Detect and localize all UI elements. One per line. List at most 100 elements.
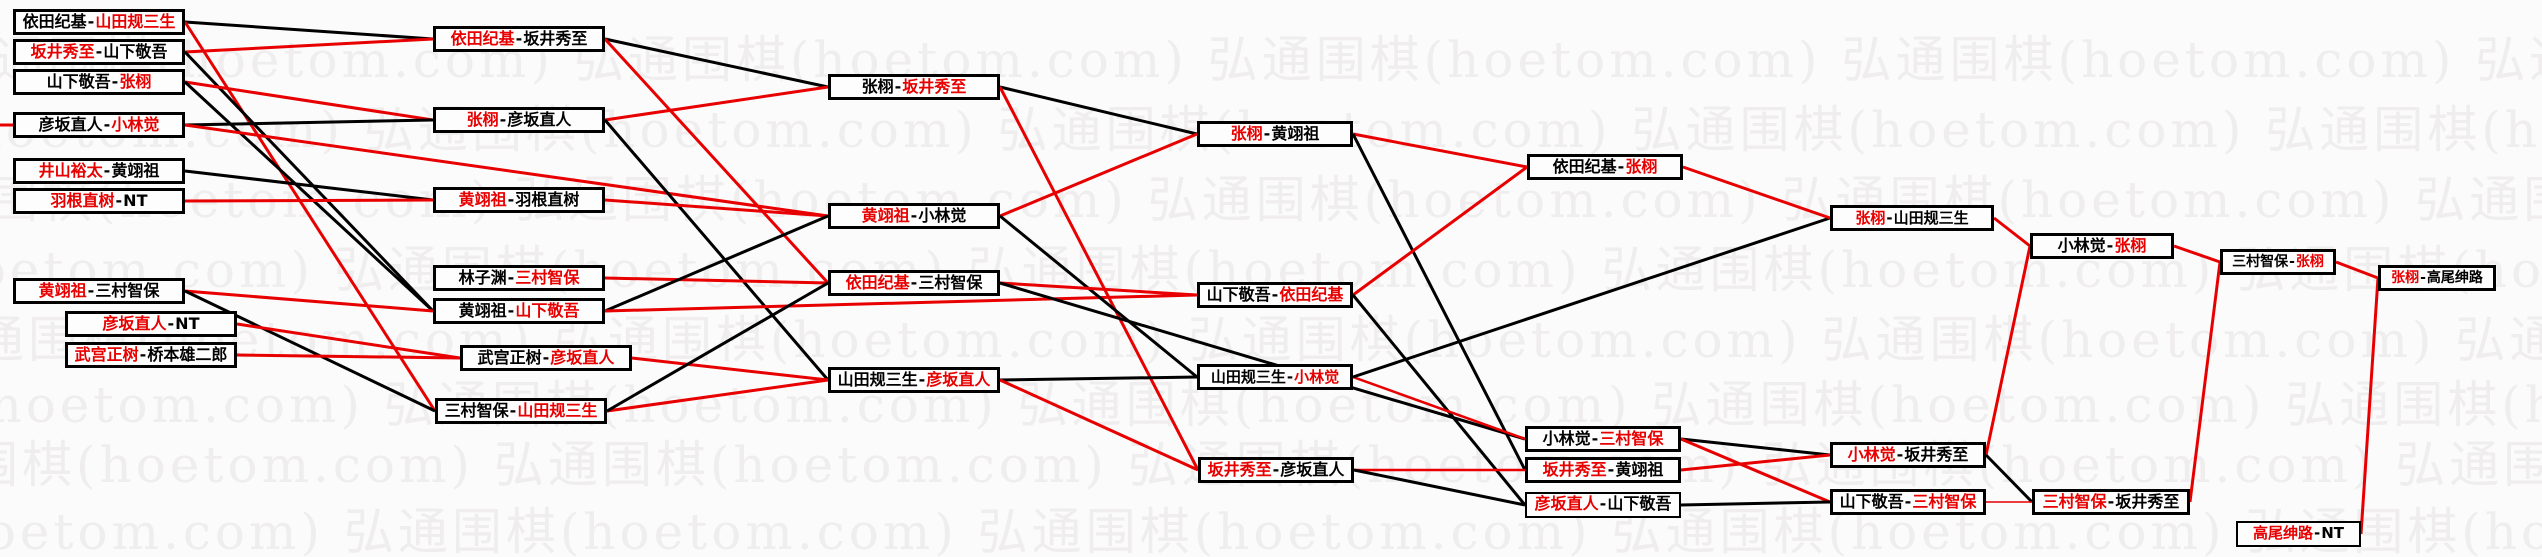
player-left: 小林觉: [2057, 236, 2106, 255]
match-connector-line: [1351, 294, 1527, 506]
match-connector-line: [2188, 261, 2222, 503]
player-left: 黄翊祖: [38, 281, 87, 300]
player-left: 坂井秀至: [1207, 460, 1272, 479]
match-connector-line: [184, 80, 434, 122]
match-connector-line: [999, 214, 1198, 379]
match-box: 依田纪基-坂井秀至: [433, 26, 605, 52]
dash: -: [115, 191, 123, 210]
match-box: 黄翊祖-三村智保: [13, 278, 185, 304]
player-right: 小林觉: [111, 115, 160, 134]
dash: -: [2107, 492, 2115, 511]
player-right: 桥本雄二郎: [147, 345, 228, 364]
player-right: 黄翊祖: [1615, 460, 1664, 479]
player-left: 山下敬吾: [46, 72, 111, 91]
match-box: 三村智保-坂井秀至: [2032, 489, 2190, 515]
match-box: 小林觉-三村智保: [1525, 426, 1681, 452]
match-box: 依田纪基-山田规三生: [13, 9, 185, 35]
match-connector-line: [236, 353, 461, 360]
player-left: 依田纪基: [1552, 157, 1617, 176]
dash: -: [910, 206, 918, 225]
match-connector-line: [1352, 132, 1528, 169]
player-left: 坂井秀至: [1542, 460, 1607, 479]
match-box: 黄翊祖-山下敬吾: [433, 298, 605, 324]
match-box: 山田规三生-彦坂直人: [828, 367, 1000, 393]
player-right: 山田规三生: [517, 401, 598, 420]
match-connector-line: [2173, 244, 2221, 264]
player-right: 彦坂直人: [550, 348, 615, 367]
match-connector-line: [183, 50, 435, 313]
player-left: 三村智保: [2232, 254, 2289, 270]
match-box: 三村智保-山田规三生: [435, 398, 607, 424]
player-right: 三村智保: [1912, 492, 1977, 511]
player-left: 依田纪基: [22, 12, 87, 31]
dash: -: [1272, 460, 1280, 479]
dash: -: [2106, 236, 2114, 255]
player-left: 黄翊祖: [458, 301, 507, 320]
player-left: 黄翊祖: [458, 190, 507, 209]
match-connector-line: [603, 37, 830, 285]
player-right: 张栩: [1625, 157, 1658, 176]
player-right: NT: [175, 314, 200, 333]
match-connector-line: [606, 378, 829, 413]
player-left: 小林觉: [1542, 429, 1591, 448]
match-box: 黄翊祖-羽根直树: [433, 187, 605, 213]
dash: -: [542, 348, 550, 367]
dash: -: [1271, 285, 1279, 304]
match-connector-line: [604, 276, 829, 285]
match-connector-line: [1351, 133, 1527, 471]
player-left: 张栩: [2391, 270, 2420, 286]
match-connector-line: [1680, 500, 1831, 507]
player-right: 黄翊祖: [1271, 124, 1320, 143]
match-box: 武宫正树-彦坂直人: [460, 345, 632, 371]
match-connector-line: [184, 123, 829, 218]
match-connector-line: [183, 80, 435, 313]
player-right: 山下敬吾: [1607, 494, 1672, 513]
match-connector-line: [604, 85, 829, 122]
match-connector-line: [999, 378, 1199, 472]
match-box: 坂井秀至-黄翊祖: [1525, 457, 1681, 483]
match-box: 张栩-坂井秀至: [828, 74, 1000, 100]
match-box: 张栩-高尾绅路: [2378, 265, 2496, 291]
dash: -: [918, 370, 926, 389]
player-right: 坂井秀至: [902, 77, 967, 96]
player-left: 井山裕太: [38, 161, 103, 180]
player-left: 山下敬吾: [1839, 492, 1904, 511]
player-left: 依田纪基: [845, 273, 910, 292]
player-right: 依田纪基: [1279, 285, 1344, 304]
match-box: 山下敬吾-依田纪基: [1197, 282, 1353, 308]
player-left: 小林觉: [1847, 445, 1896, 464]
player-left: 山田规三生: [837, 370, 918, 389]
dash: -: [103, 161, 111, 180]
player-right: 三村智保: [515, 268, 580, 287]
player-left: 武宫正树: [74, 345, 139, 364]
dash: -: [1263, 124, 1271, 143]
match-connector-line: [606, 281, 829, 413]
player-left: 彦坂直人: [1534, 494, 1599, 513]
match-connector-line: [2359, 277, 2380, 535]
player-right: 张栩: [119, 72, 152, 91]
player-left: 张栩: [1230, 124, 1263, 143]
player-right: 黄翊祖: [111, 161, 160, 180]
match-box: 三村智保-张栩: [2220, 249, 2336, 275]
match-connector-line: [184, 20, 434, 41]
match-box: 林子渊-三村智保: [433, 265, 605, 291]
player-left: 坂井秀至: [30, 42, 95, 61]
player-right: 羽根直树: [515, 190, 580, 209]
player-left: 山田规三生: [1210, 368, 1286, 386]
watermark-text: 弘通围棋(hoetom.com) 弘通围棋(hoetom.com) 弘通围棋(h…: [0, 311, 2542, 369]
dash: -: [507, 301, 515, 320]
match-connector-line: [236, 322, 461, 360]
dash: -: [95, 42, 103, 61]
player-right: 三村智保: [95, 281, 160, 300]
player-left: 彦坂直人: [102, 314, 167, 333]
match-box: 山下敬吾-张栩: [13, 69, 185, 95]
dash: -: [1886, 209, 1893, 227]
dash: -: [509, 401, 517, 420]
match-connector-line: [1352, 375, 1526, 441]
match-box: 山田规三生-小林觉: [1197, 364, 1353, 390]
player-left: 山下敬吾: [1206, 285, 1271, 304]
match-box: 坂井秀至-山下敬吾: [13, 39, 185, 65]
match-connector-line: [1352, 165, 1528, 297]
